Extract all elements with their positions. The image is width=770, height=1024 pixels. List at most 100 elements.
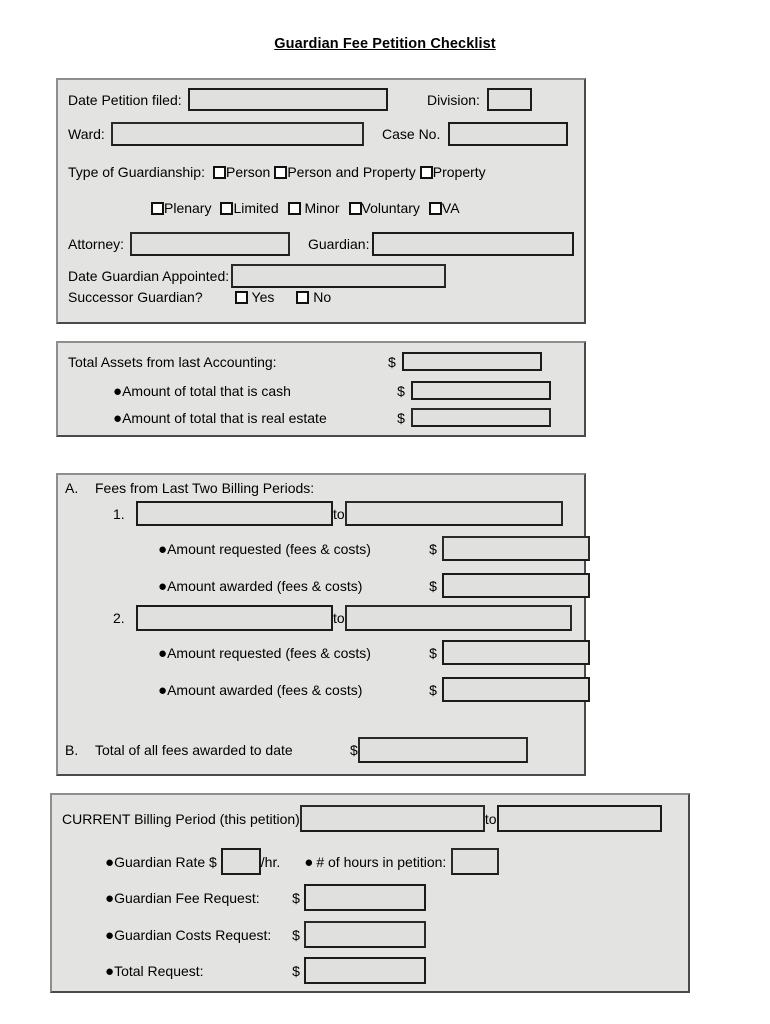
division-input[interactable] (486, 88, 532, 111)
guardian-row: Guardian: (308, 232, 575, 256)
fees-period-2-from-input[interactable] (136, 605, 333, 631)
fees-period-2-awarded-row: ● Amount awarded (fees & costs) $ (158, 677, 590, 702)
fees-period-1-requested-currency: $ (429, 540, 437, 557)
date-petition-filed-input[interactable] (187, 88, 388, 111)
total-request-label: Total Request: (114, 962, 204, 979)
checkbox-va-icon[interactable] (428, 201, 442, 215)
type-option-person-and-property-label: Person and Property (287, 164, 416, 180)
checkbox-property-icon[interactable] (419, 165, 433, 179)
fees-period-2-requested-row: ● Amount requested (fees & costs) $ (158, 640, 590, 665)
current-period-from-input[interactable] (299, 805, 485, 832)
bullet-icon: ● (105, 854, 115, 871)
division-label: Division: (427, 91, 480, 108)
hours-in-petition-input[interactable] (451, 848, 500, 875)
bullet-icon: ● (105, 963, 115, 980)
fees-period-1-awarded-currency: $ (429, 577, 437, 594)
assets-real-estate-input[interactable] (410, 408, 551, 427)
type-option-person-and-property[interactable]: Person and Property (274, 164, 416, 180)
assets-real-estate-row: ● Amount of total that is real estate $ (113, 408, 551, 427)
assets-real-estate-currency: $ (397, 409, 405, 426)
checkbox-person-and-property-icon[interactable] (274, 165, 288, 179)
guardian-costs-request-input[interactable] (303, 921, 426, 948)
fees-section-b-currency: $ (350, 742, 358, 758)
successor-option-yes[interactable]: Yes (234, 289, 275, 305)
page-title: Guardian Fee Petition Checklist (274, 36, 496, 52)
fees-period-1-requested-input[interactable] (441, 536, 590, 561)
successor-yes-label: Yes (251, 289, 275, 305)
fees-period-1-awarded-label: Amount awarded (fees & costs) (167, 577, 363, 594)
checkbox-successor-no-icon[interactable] (296, 290, 310, 304)
type-option-property-label: Property (432, 164, 486, 180)
fees-period-1-awarded-row: ● Amount awarded (fees & costs) $ (158, 573, 590, 598)
ward-label: Ward: (68, 126, 105, 142)
date-petition-filed-row: Date Petition filed: (68, 88, 388, 111)
category-option-va-label: VA (441, 200, 460, 216)
fees-period-2-to-label: to (333, 610, 345, 626)
fees-period-1-from-input[interactable] (136, 501, 333, 526)
bullet-icon: ● (113, 410, 123, 427)
bullet-icon: ● (105, 890, 115, 907)
attorney-label: Attorney: (68, 236, 125, 252)
type-option-property[interactable]: Property (419, 164, 486, 180)
total-request-row: ● Total Request: $ (105, 957, 426, 984)
checkbox-limited-icon[interactable] (220, 201, 234, 215)
fees-period-2-number: 2. (113, 610, 125, 626)
fees-section-a-heading: A. Fees from Last Two Billing Periods: (65, 481, 314, 495)
category-option-plenary-label: Plenary (164, 200, 212, 216)
type-of-guardianship-row: Type of Guardianship: Person Person and … (68, 165, 486, 180)
bullet-icon: ● (304, 854, 314, 871)
guardian-rate-input[interactable] (220, 848, 261, 875)
total-assets-label: Total Assets from last Accounting: (68, 353, 277, 370)
total-assets-input[interactable] (401, 352, 542, 371)
successor-option-no[interactable]: No (296, 290, 331, 305)
fees-period-2-row: 2. to (113, 605, 572, 631)
category-option-va[interactable]: VA (428, 200, 460, 216)
successor-guardian-label: Successor Guardian? (68, 289, 203, 306)
date-guardian-appointed-label: Date Guardian Appointed: (68, 268, 230, 284)
fees-section-a-label: Fees from Last Two Billing Periods: (95, 480, 315, 496)
category-option-minor[interactable]: Minor (287, 201, 340, 216)
total-assets-row: Total Assets from last Accounting: $ (68, 352, 542, 371)
ward-input[interactable] (110, 122, 364, 146)
checkbox-person-icon[interactable] (212, 165, 226, 179)
type-option-person[interactable]: Person (212, 164, 271, 180)
guardian-input[interactable] (372, 232, 575, 256)
bullet-icon: ● (158, 541, 168, 558)
type-of-guardianship-label: Type of Guardianship: (68, 164, 205, 181)
fees-period-2-awarded-input[interactable] (441, 677, 590, 702)
fees-period-1-awarded-input[interactable] (441, 573, 590, 598)
checkbox-plenary-icon[interactable] (151, 201, 164, 215)
category-option-voluntary[interactable]: Voluntary (348, 200, 420, 216)
hours-in-petition-label: # of hours in petition: (316, 853, 447, 870)
date-petition-filed-label: Date Petition filed: (68, 91, 182, 108)
fees-section-b-row: B. Total of all fees awarded to date $ (65, 737, 528, 763)
guardian-fee-request-row: ● Guardian Fee Request: $ (105, 884, 426, 911)
case-no-input[interactable] (448, 122, 569, 146)
fees-period-2-requested-input[interactable] (441, 640, 590, 665)
checkbox-successor-yes-icon[interactable] (234, 290, 248, 304)
fees-period-1-to-input[interactable] (344, 501, 563, 526)
total-request-input[interactable] (303, 957, 426, 984)
date-guardian-appointed-input[interactable] (231, 264, 447, 288)
fees-period-1-requested-row: ● Amount requested (fees & costs) $ (158, 536, 590, 561)
type-option-person-label: Person (225, 164, 271, 180)
checkbox-voluntary-icon[interactable] (348, 201, 362, 215)
fees-period-2-requested-currency: $ (429, 644, 437, 661)
checkbox-minor-icon[interactable] (287, 201, 301, 215)
category-option-plenary[interactable]: Plenary (151, 201, 211, 216)
fees-period-2-to-input[interactable] (344, 605, 572, 631)
category-option-voluntary-label: Voluntary (361, 200, 420, 216)
fees-section-b-label: Total of all fees awarded to date (95, 742, 293, 758)
category-option-limited[interactable]: Limited (220, 201, 279, 216)
fees-section-b-input[interactable] (357, 737, 528, 763)
fees-section-b-letter: B. (65, 742, 79, 758)
current-period-to-input[interactable] (496, 805, 662, 832)
assets-cash-row: ● Amount of total that is cash $ (113, 381, 551, 400)
guardian-fee-request-input[interactable] (303, 884, 426, 911)
bullet-icon: ● (113, 383, 123, 400)
assets-real-estate-label: Amount of total that is real estate (122, 409, 327, 426)
assets-cash-input[interactable] (410, 381, 551, 400)
bullet-icon: ● (158, 682, 168, 699)
case-no-row: Case No. (382, 122, 569, 146)
attorney-input[interactable] (130, 232, 291, 256)
